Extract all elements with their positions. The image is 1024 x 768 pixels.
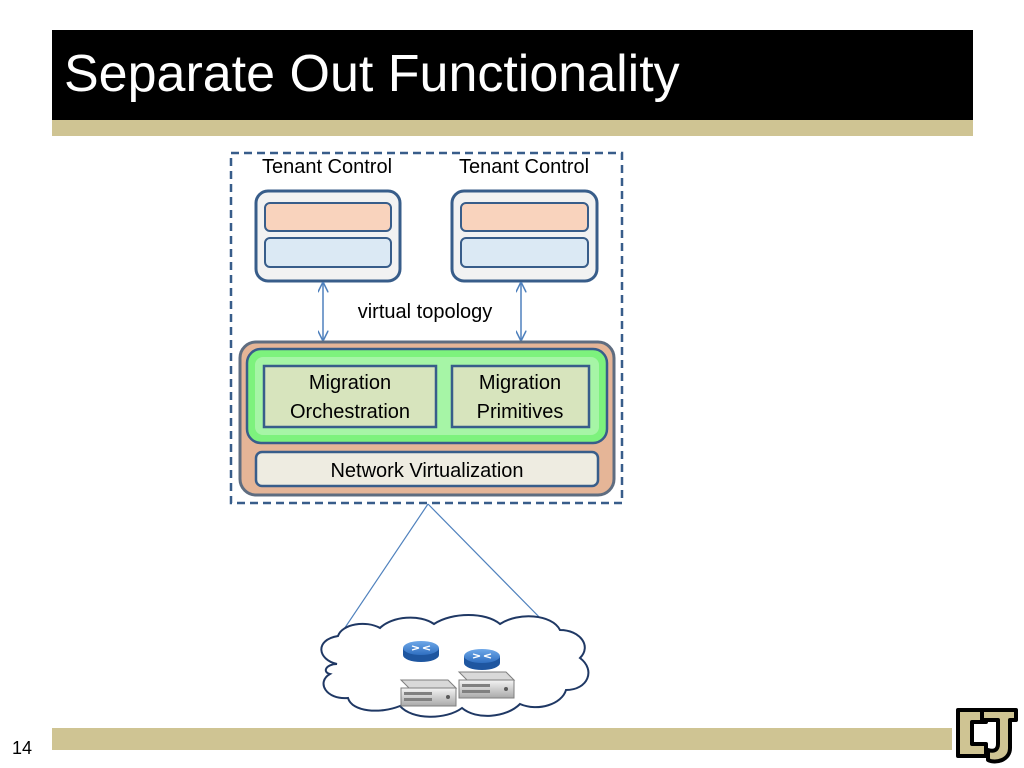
network-virtualization-label: Network Virtualization bbox=[330, 460, 523, 482]
tenant-control-label-2: Tenant Control bbox=[459, 156, 589, 178]
migration-orchestration-box bbox=[262, 364, 438, 429]
controller-boundary bbox=[229, 151, 624, 505]
page-number: 14 bbox=[12, 738, 33, 758]
network-virtualization-box bbox=[254, 450, 600, 488]
tenant-control-1-top-layer bbox=[264, 202, 392, 232]
server-icon bbox=[399, 679, 458, 707]
virtualization-platform: Migration Orchestration Migration Primit… bbox=[238, 340, 616, 497]
footer-strip bbox=[52, 728, 952, 750]
connection-line-left bbox=[329, 503, 429, 651]
title-bar: Separate Out Functionality bbox=[52, 30, 973, 120]
migration-orchestration-line2: Orchestration bbox=[290, 401, 410, 423]
migration-primitives-box bbox=[450, 364, 591, 429]
tenant-control-2-top-layer bbox=[460, 202, 589, 232]
server-icon bbox=[457, 671, 516, 699]
tenant-control-2-bottom-layer bbox=[460, 237, 589, 268]
title-underline-strip bbox=[52, 120, 973, 136]
tenant-control-2 bbox=[450, 189, 599, 283]
virtual-topology-label: virtual topology bbox=[358, 301, 493, 323]
migration-primitives-line1: Migration bbox=[479, 372, 561, 394]
tenant-control-1 bbox=[254, 189, 402, 283]
cu-logo-icon bbox=[956, 708, 1018, 764]
router-icon bbox=[464, 649, 500, 670]
migration-primitives-line2: Primitives bbox=[477, 401, 564, 423]
migration-orchestration-line1: Migration bbox=[309, 372, 391, 394]
slide-title: Separate Out Functionality bbox=[64, 45, 680, 103]
cloud-icon bbox=[320, 614, 590, 718]
tenant-control-1-bottom-layer bbox=[264, 237, 392, 268]
router-icon bbox=[403, 641, 439, 662]
connection-line-right bbox=[427, 503, 549, 627]
tenant-control-label-1: Tenant Control bbox=[262, 156, 392, 178]
